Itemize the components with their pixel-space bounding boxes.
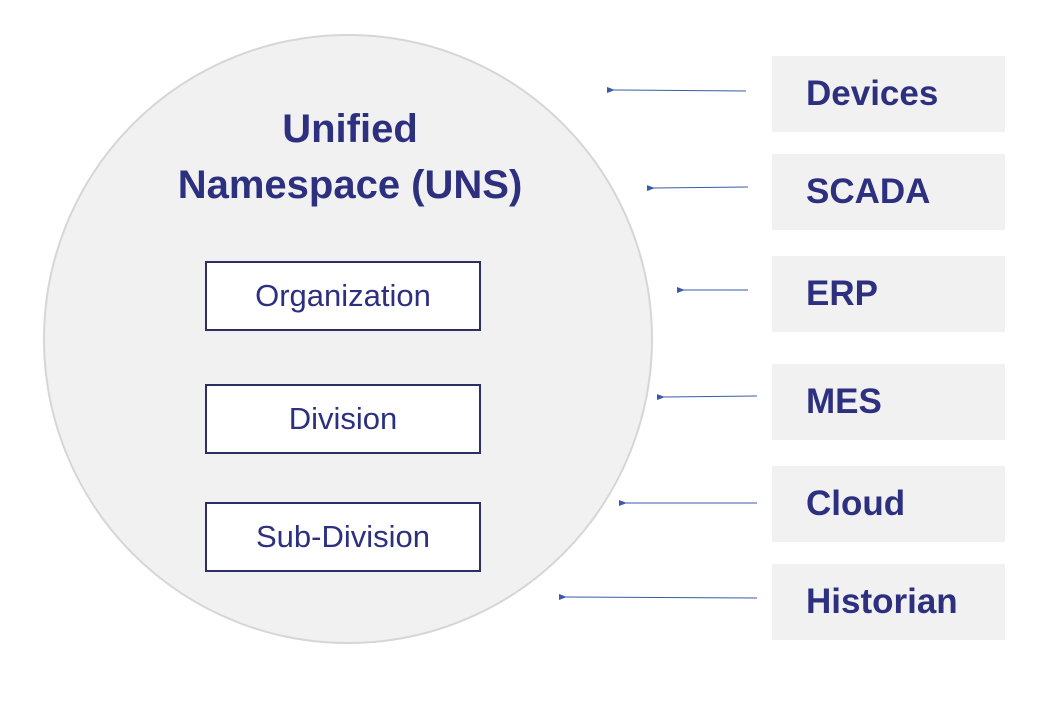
source-devices: Devices <box>772 56 1005 132</box>
arrow-devices <box>606 86 747 93</box>
arrow-scada <box>646 185 749 192</box>
level-sub-division: Sub-Division <box>205 502 481 572</box>
source-scada: SCADA <box>772 154 1005 230</box>
arrow-mes <box>656 394 758 401</box>
source-erp: ERP <box>772 256 1005 332</box>
uns-title-line1: Unified <box>282 107 418 151</box>
level-organization: Organization <box>205 261 481 331</box>
uns-title-line2: Namespace (UNS) <box>177 163 523 207</box>
level-division: Division <box>205 384 481 454</box>
source-cloud: Cloud <box>772 466 1005 542</box>
arrow-historian <box>558 593 758 600</box>
source-mes: MES <box>772 364 1005 440</box>
source-historian: Historian <box>772 564 1005 640</box>
